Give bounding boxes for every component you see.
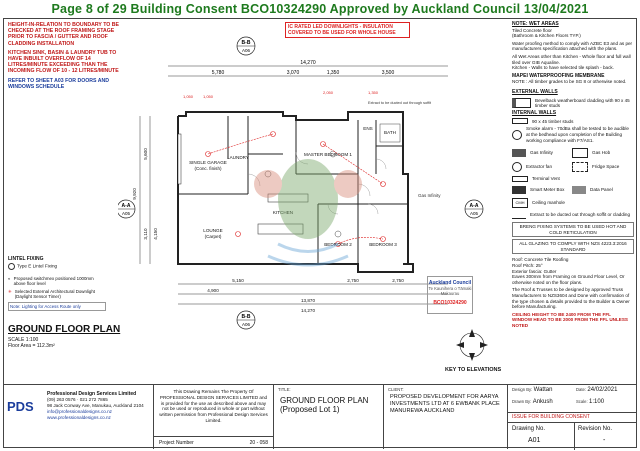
- drawing-sheet: [3, 18, 637, 448]
- bath-fixture: [379, 123, 401, 143]
- gas-infinity-icon: [512, 149, 526, 158]
- consent-banner: Page 8 of 29 Building Consent BCO1032429…: [51, 2, 589, 16]
- data-panel-icon: [572, 186, 586, 195]
- dim-top-4: 3,500: [382, 70, 395, 76]
- svg-text:1,050: 1,050: [183, 94, 194, 99]
- door-swings: [247, 151, 387, 215]
- title-block: PDS Professional Design Services Limited…: [3, 384, 637, 450]
- electrical-markers: [205, 131, 386, 247]
- external-wall-icon: [512, 98, 531, 109]
- plan-scale: SCALE 1:100 Floor Area = 112.3m²: [8, 337, 55, 349]
- extractor-fan-icon: [512, 162, 522, 173]
- soffit-extract-icon: [512, 210, 526, 220]
- led-downlight-note: IC RATED LED DOWNLIGHTS - INSULATION COV…: [285, 22, 410, 38]
- floor-plan-drawing: 14,270 5,780 3,070 1,350 3,500 B-B A06: [118, 36, 484, 330]
- room-lounge: LOUNGE: [203, 228, 222, 233]
- room-garage: SINGLE GARAGE: [189, 160, 227, 165]
- smoke-alarm-icon: [512, 129, 522, 140]
- copyright-cell: This Drawing Remains The Property Of PRO…: [153, 385, 273, 449]
- downlight-icon: ✳: [8, 288, 12, 294]
- dim-left-1: 5,600: [143, 148, 148, 160]
- schedule-note: REFER TO SHEET A03 FOR DOORS AND WINDOWS…: [8, 77, 109, 90]
- room-bed3: BEDROOM 3: [369, 242, 397, 247]
- svg-text:B-B: B-B: [242, 40, 251, 46]
- smoke-alarm-icons: [264, 150, 342, 238]
- gas-hob-icon: [572, 148, 588, 159]
- room-lounge-sub: (Carpet): [205, 234, 222, 239]
- fridge-space-icon: [572, 162, 588, 173]
- svg-text:A-A: A-A: [470, 203, 479, 209]
- room-laundry: LAUNDRY: [227, 155, 249, 160]
- dim-left-overall: 9,920: [132, 188, 137, 200]
- council-stamp: Auckland Council Te Kaunihera o Tāmaki M…: [427, 276, 473, 314]
- dim-left-2: 3,110: [143, 228, 148, 240]
- dim-top-overall: 14,270: [300, 60, 316, 66]
- plan-title: GROUND FLOOR PLAN: [8, 324, 121, 335]
- key-to-elevations-label: KEY TO ELEVATIONS: [445, 367, 502, 373]
- ceiling-manhole-icon: CMH: [512, 198, 528, 209]
- client-cell: CLIENT: PROPOSED DEVELOPMENT FOR AARYA I…: [383, 385, 507, 449]
- svg-text:A06: A06: [242, 48, 251, 53]
- svg-text:B-B: B-B: [242, 314, 251, 320]
- dim-bottom-3: 2,750: [347, 278, 359, 283]
- svg-text:1,050: 1,050: [203, 94, 214, 99]
- room-ens: ENS: [363, 126, 372, 131]
- council-watermark-icon: [254, 159, 362, 267]
- room-garage-sub: (Conc. finish): [194, 166, 222, 171]
- smart-meter-box-icon: [512, 186, 526, 195]
- left-notes: HEIGHT-IN-RELATION TO BOUNDARY TO BE CHE…: [8, 22, 120, 93]
- garage-door: [177, 133, 182, 185]
- electrical-legend: ◐Proposed switchmex positioned 1000mm ab…: [8, 276, 106, 312]
- dim-bottom-4: 2,750: [392, 278, 404, 283]
- svg-text:A06: A06: [242, 322, 251, 327]
- extract-note: Extract to be ducted out through soffit: [368, 101, 432, 105]
- kitchen-island: [257, 223, 304, 235]
- svg-text:2,050: 2,050: [323, 90, 334, 95]
- key-to-elevations-icon: [452, 325, 492, 365]
- overflow-note: KITCHEN SINK, BASIN & LAUNDRY TUB TO HAV…: [8, 49, 119, 75]
- gas-infinity-label: Gas Infinity: [418, 193, 441, 198]
- lintel-marker-icon: [8, 263, 15, 270]
- title-cell: TITLE: GROUND FLOOR PLAN (Proposed Lot 1…: [273, 385, 383, 449]
- dim-bottom-overall-2: 14,270: [301, 308, 315, 313]
- svg-text:1,350: 1,350: [368, 90, 379, 95]
- svg-text:A-A: A-A: [122, 203, 131, 209]
- room-kitchen: KITCHEN: [273, 210, 293, 215]
- kitchen-bench: [267, 193, 309, 203]
- dim-top-1: 5,780: [212, 70, 225, 76]
- dim-top-3: 1,350: [327, 70, 340, 76]
- room-bed2: BEDROOM 2: [324, 242, 352, 247]
- switch-icon: ◐: [8, 276, 11, 281]
- dim-bottom-1: 5,150: [232, 278, 244, 283]
- drawing-info-cell: Design By: Wattan Date: 24/02/2021 Drawn…: [507, 385, 637, 450]
- dim-top-2: 3,070: [287, 70, 300, 76]
- room-master: MASTER BEDROOM 1: [304, 152, 352, 157]
- svg-text:A05: A05: [122, 211, 131, 216]
- company-logo: PDS: [7, 399, 34, 414]
- svg-text:A05: A05: [470, 211, 479, 216]
- interior-walls: [178, 116, 408, 264]
- lintel-fixing-item: Type E Lintel Fixing: [8, 263, 57, 270]
- lintel-fixing-title: LINTEL FIXING: [8, 256, 44, 262]
- dim-left-3: 4,150: [153, 228, 158, 240]
- terminal-vent-icon: [512, 176, 528, 183]
- notes-right: NOTE: WET AREAS Tiled Concrete floor (Ba…: [512, 21, 634, 328]
- company-cell: PDS Professional Design Services Limited…: [7, 391, 144, 420]
- room-bath: BATH: [384, 130, 396, 135]
- dim-bottom-2: 4,900: [207, 288, 219, 293]
- dim-bottom-overall-1: 13,870: [301, 298, 315, 303]
- hirb-note: HEIGHT-IN-RELATION TO BOUNDARY TO BE CHE…: [8, 22, 119, 47]
- internal-wall-icon: [512, 118, 528, 125]
